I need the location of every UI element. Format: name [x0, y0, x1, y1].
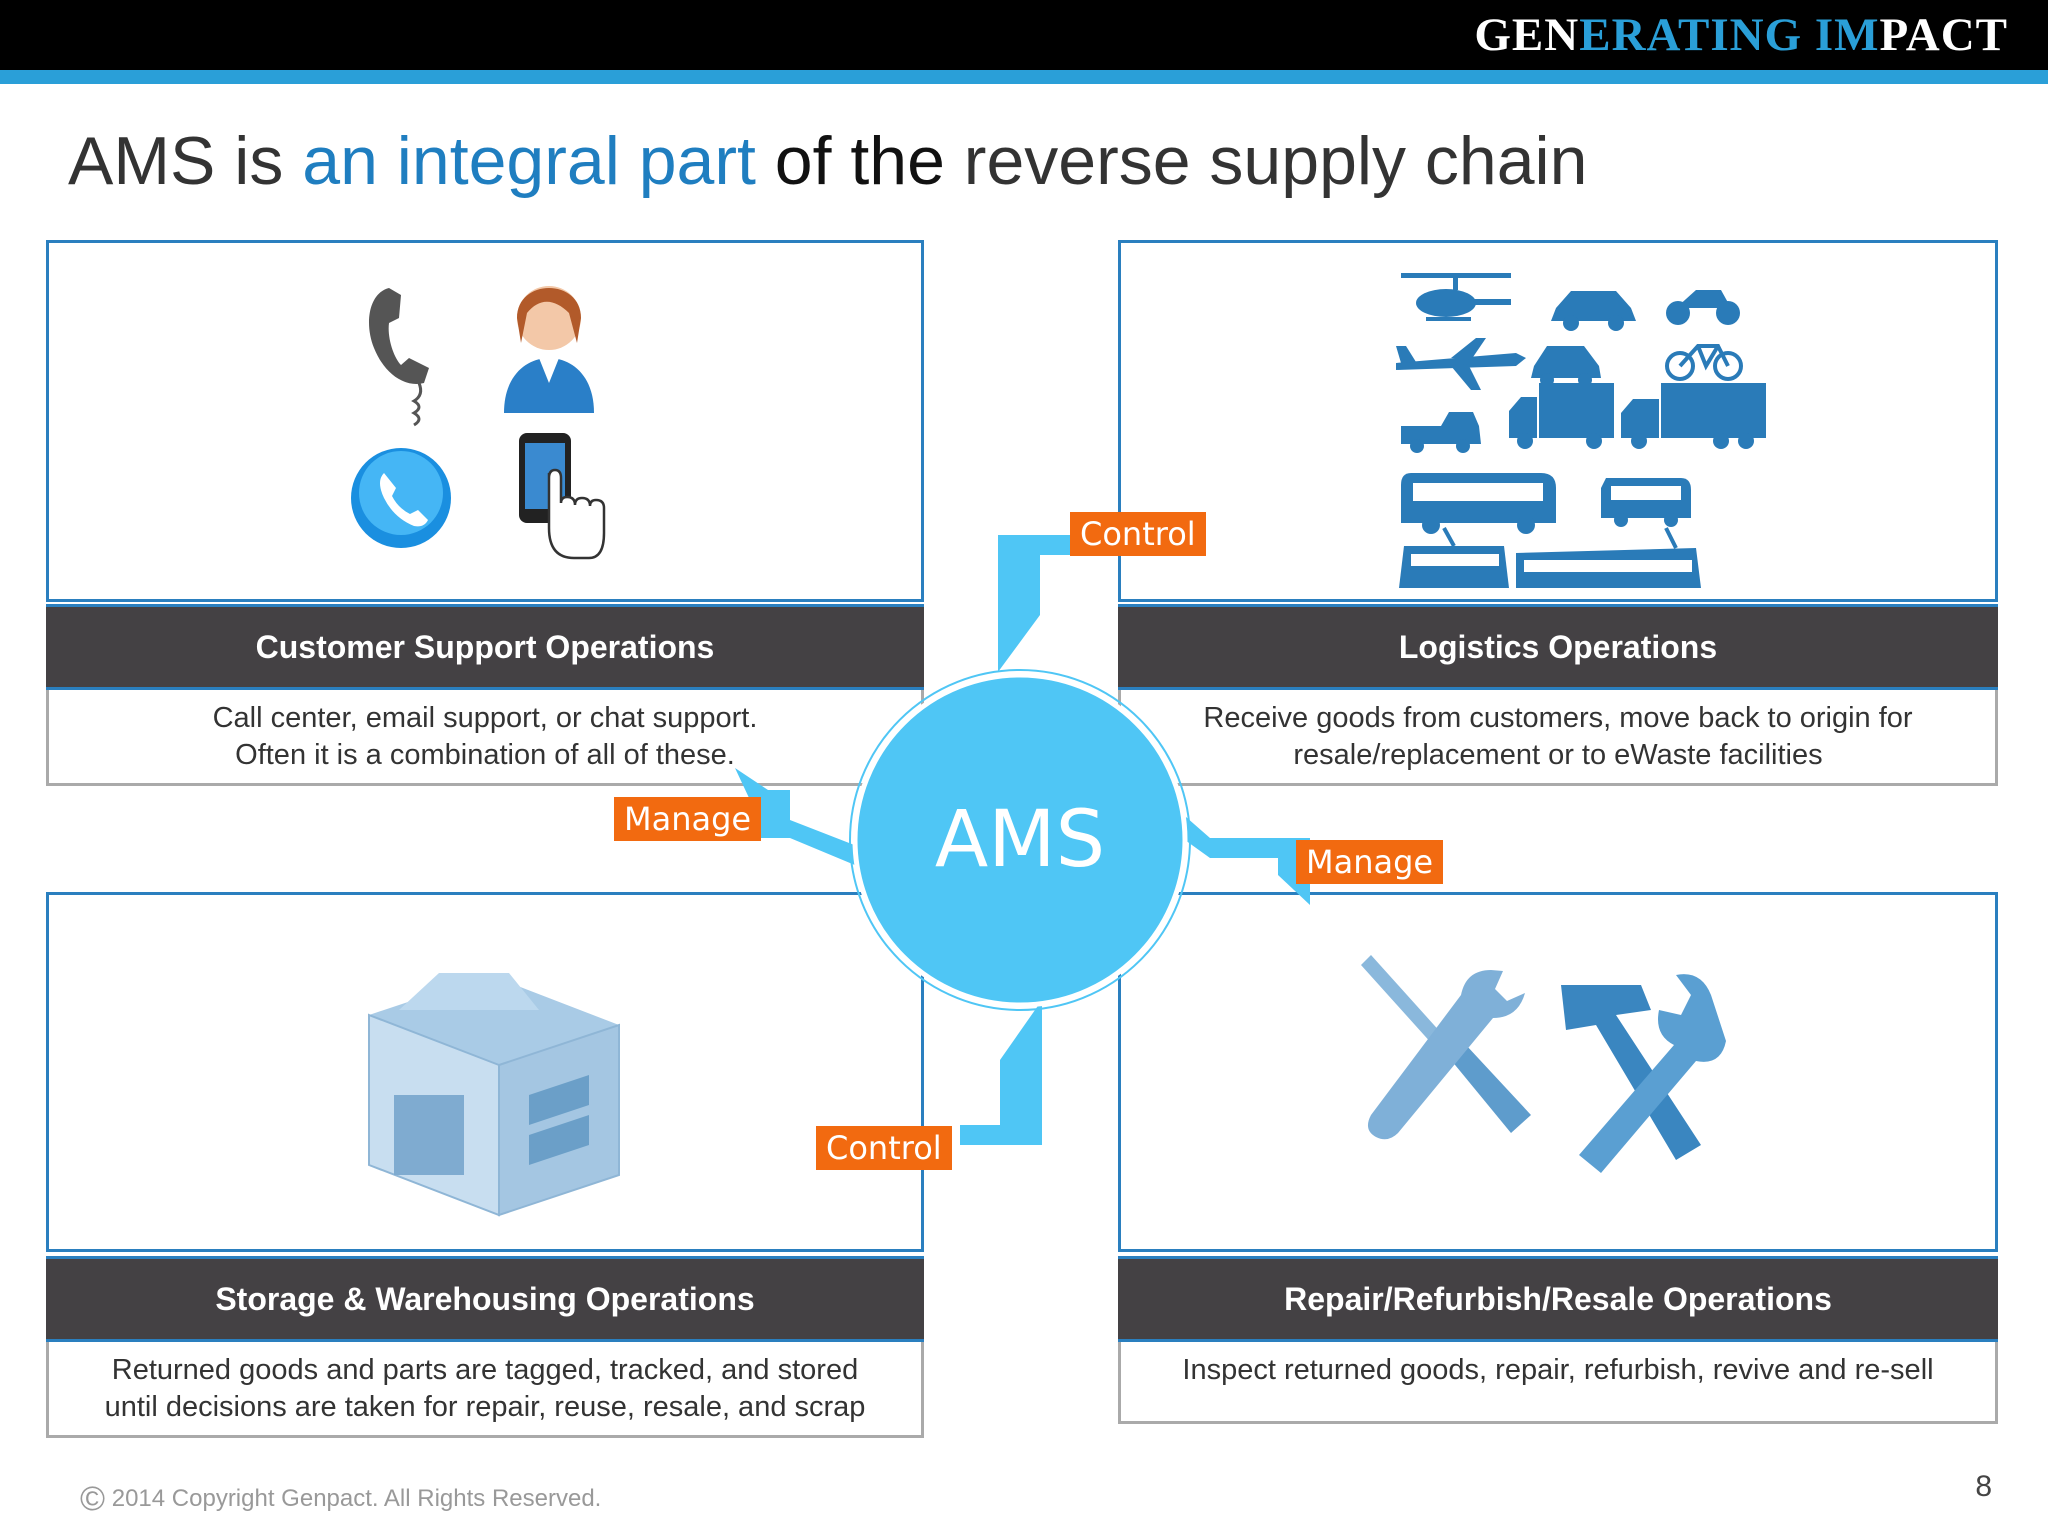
logistics-vehicle-icons — [1396, 273, 1766, 588]
smartphone-touch-icon — [519, 433, 606, 560]
brand-logo: GENERATING IMPACT — [1474, 9, 2008, 61]
logistics-header: Logistics Operations — [1118, 604, 1998, 690]
ams-hub-label: AMS — [934, 795, 1106, 885]
control-tag-storage: Control — [816, 1126, 952, 1170]
copyright-icon: © — [80, 1480, 106, 1518]
support-agent-icon — [504, 286, 594, 413]
page-number: 8 — [1975, 1470, 1992, 1503]
pickup-truck-icon — [1401, 412, 1481, 453]
storage-description: Returned goods and parts are tagged, tra… — [46, 1342, 924, 1438]
arrow-to-logistics — [998, 535, 1100, 672]
van-icon — [1601, 478, 1691, 527]
customer-support-icons — [351, 286, 606, 560]
copyright-notice: © 2014 Copyright Genpact. All Rights Res… — [80, 1480, 602, 1518]
top-bar-stripe — [0, 70, 2048, 84]
telephone-handset-icon — [369, 288, 429, 427]
bicycle-icon — [1665, 344, 1743, 381]
customer-support-header: Customer Support Operations — [46, 604, 924, 690]
bus-icon — [1401, 473, 1556, 534]
customer-support-image-panel — [46, 240, 924, 602]
ams-hub-circle — [852, 672, 1188, 1008]
arrow-to-storage — [960, 1000, 1042, 1145]
warehouse-building-icon — [368, 973, 620, 1217]
slide-title: AMS is an integral part of the reverse s… — [68, 123, 1588, 199]
motorcycle-icon — [1666, 290, 1740, 325]
articulated-tram-icon — [1516, 527, 1701, 588]
cargo-truck-icon — [1621, 383, 1766, 449]
delivery-truck-icon — [1509, 383, 1614, 449]
manage-tag-repair: Manage — [1296, 840, 1444, 884]
arrow-to-customer-support — [735, 768, 862, 868]
control-tag-logistics: Control — [1070, 512, 1206, 556]
storage-header: Storage & Warehousing Operations — [46, 1256, 924, 1342]
manage-tag-customer-support: Manage — [614, 797, 762, 841]
repair-header: Repair/Refurbish/Resale Operations — [1118, 1256, 1998, 1342]
storage-image-panel — [46, 892, 924, 1252]
call-button-icon — [351, 448, 451, 548]
logistics-image-panel — [1118, 240, 1998, 602]
helicopter-icon — [1401, 273, 1511, 321]
airplane-icon — [1396, 338, 1526, 390]
arrow-to-repair — [1178, 810, 1310, 905]
car-icon — [1551, 291, 1636, 331]
repair-tools-icon — [1361, 955, 1726, 1173]
logistics-description: Receive goods from customers, move back … — [1118, 690, 1998, 786]
repair-description: Inspect returned goods, repair, refurbis… — [1118, 1342, 1998, 1424]
tram-icon — [1399, 527, 1509, 588]
repair-image-panel — [1118, 892, 1998, 1252]
top-bar — [0, 0, 2048, 70]
